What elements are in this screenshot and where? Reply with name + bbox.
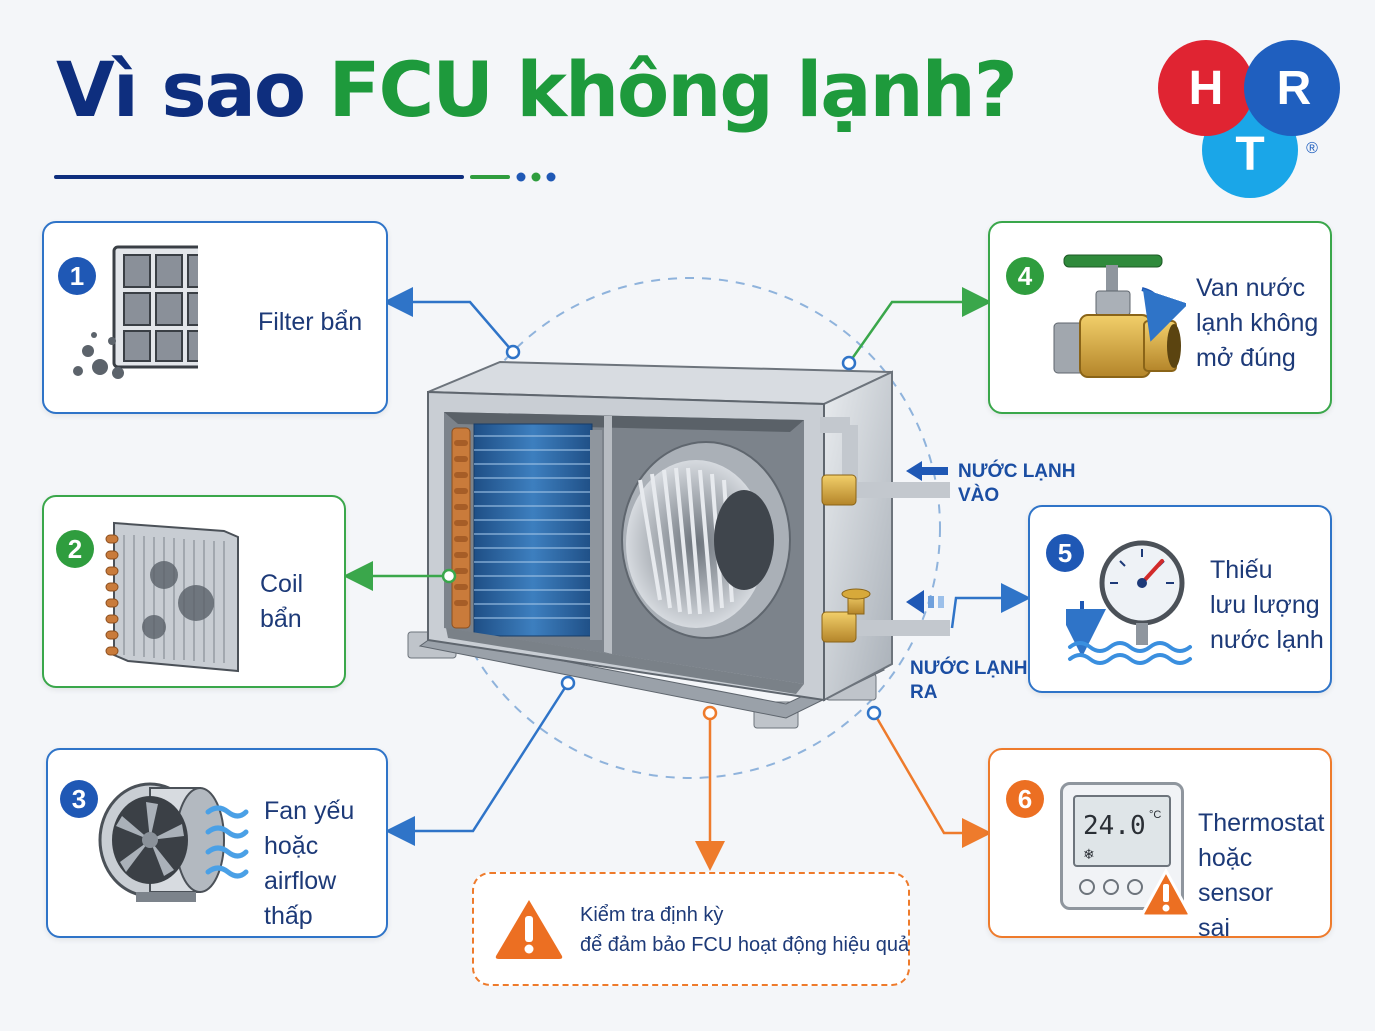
title-part-2: FCU không lạnh? bbox=[328, 45, 1018, 134]
cause-number-badge: 2 bbox=[56, 530, 94, 568]
label-line: hoặc sensor bbox=[1198, 844, 1274, 907]
logo-letter-t: T bbox=[1235, 128, 1264, 181]
flow-label-line: NƯỚC LẠNH bbox=[958, 461, 1076, 482]
page-title: Vì sao FCU không lạnh? bbox=[56, 52, 1018, 128]
cause-card-valve: 4 Van nước lạnh không mở đúng bbox=[988, 221, 1332, 414]
note-line-1: Kiểm tra định kỳ bbox=[580, 904, 724, 926]
pressure-gauge-icon bbox=[1066, 540, 1192, 665]
outlet-arrow bbox=[906, 590, 944, 614]
connector-note bbox=[695, 705, 725, 871]
label-line: Thermostat bbox=[1198, 809, 1325, 837]
cause-number-badge: 3 bbox=[60, 780, 98, 818]
thermostat-button bbox=[1103, 879, 1119, 895]
valve-icon bbox=[1053, 254, 1186, 378]
connector-2 bbox=[343, 561, 457, 591]
fcu-unit-illustration bbox=[407, 360, 950, 729]
cause-label-filter: Filter bẩn bbox=[258, 305, 362, 340]
logo-registered-mark: ® bbox=[1306, 140, 1318, 157]
logo-letter-h: H bbox=[1189, 62, 1224, 115]
cause-card-thermostat: 6 24.0 °C ❄ Thermostat hoặc sensor sai bbox=[988, 748, 1332, 942]
label-line: Thiếu bbox=[1210, 556, 1273, 584]
cause-number-badge: 6 bbox=[1006, 780, 1044, 818]
thermostat-reading: 24.0 bbox=[1083, 811, 1146, 841]
label-line: hoặc bbox=[264, 832, 319, 860]
cause-label-fan: Fan yếu hoặc airflow thấp bbox=[264, 794, 386, 934]
warning-icon bbox=[1141, 868, 1191, 918]
label-line: Fan yếu bbox=[264, 797, 355, 825]
label-line: Van nước bbox=[1196, 274, 1306, 302]
connector-5 bbox=[950, 583, 1031, 629]
cause-label-flow: Thiếu lưu lượng nước lạnh bbox=[1210, 553, 1324, 658]
flow-label-line: VÀO bbox=[958, 485, 1000, 506]
title-underline bbox=[54, 172, 556, 182]
warning-icon bbox=[495, 900, 563, 959]
flow-label-line: RA bbox=[910, 682, 938, 703]
filter-icon bbox=[73, 245, 198, 379]
thermostat-screen: 24.0 °C ❄ bbox=[1073, 795, 1171, 867]
cause-label-thermostat: Thermostat hoặc sensor sai bbox=[1198, 806, 1330, 946]
cause-label-valve: Van nước lạnh không mở đúng bbox=[1196, 271, 1318, 376]
label-line: sai bbox=[1198, 914, 1230, 942]
thermostat-unit: °C bbox=[1149, 809, 1162, 821]
inlet-arrow bbox=[906, 461, 948, 481]
connector-1 bbox=[383, 287, 521, 360]
connector-3 bbox=[385, 675, 576, 846]
snowflake-icon: ❄ bbox=[1083, 847, 1095, 863]
thermostat-button bbox=[1079, 879, 1095, 895]
cause-card-filter: 1 Filter bẩn bbox=[42, 221, 388, 414]
thermostat-button bbox=[1127, 879, 1143, 895]
label-line: mở đúng bbox=[1196, 344, 1296, 372]
label-line: lạnh không bbox=[1196, 309, 1319, 337]
cause-number-badge: 1 bbox=[58, 257, 96, 295]
cause-number-badge: 4 bbox=[1006, 257, 1044, 295]
flow-label-line: NƯỚC LẠNH bbox=[910, 658, 1028, 679]
label-line: Filter bẩn bbox=[258, 308, 363, 336]
title-part-1: Vì sao bbox=[56, 45, 306, 134]
cause-card-coil: 2 Coil bẩn bbox=[42, 495, 346, 688]
cause-label-coil: Coil bẩn bbox=[260, 567, 303, 637]
label-line: Coil bbox=[260, 570, 304, 598]
cause-number-badge: 5 bbox=[1046, 534, 1084, 572]
inlet-flow-label: NƯỚC LẠNH VÀO bbox=[958, 460, 1075, 508]
label-line: bẩn bbox=[260, 605, 302, 633]
logo-letter-r: R bbox=[1277, 62, 1312, 115]
connector-6 bbox=[866, 705, 992, 848]
cause-card-flow: 5 Thiếu lưu lượng nước lạnh bbox=[1028, 505, 1332, 693]
outlet-flow-label: NƯỚC LẠNH RA bbox=[910, 657, 1027, 705]
label-line: lưu lượng bbox=[1210, 591, 1320, 619]
fan-icon bbox=[98, 782, 225, 902]
maintenance-note: Kiểm tra định kỳ để đảm bảo FCU hoạt độn… bbox=[472, 872, 910, 986]
note-line-2: để đảm bảo FCU hoạt động hiệu quả bbox=[580, 934, 910, 956]
label-line: airflow thấp bbox=[264, 867, 337, 930]
coil-icon bbox=[105, 521, 239, 673]
connector-4 bbox=[841, 287, 992, 371]
airflow-waves-icon bbox=[205, 805, 249, 879]
hrt-logo: H R T ® bbox=[1158, 40, 1340, 198]
label-line: nước lạnh bbox=[1210, 626, 1324, 654]
cause-card-fan: 3 Fan yếu hoặc airflow thấp bbox=[46, 748, 388, 938]
water-pipes bbox=[820, 417, 950, 643]
